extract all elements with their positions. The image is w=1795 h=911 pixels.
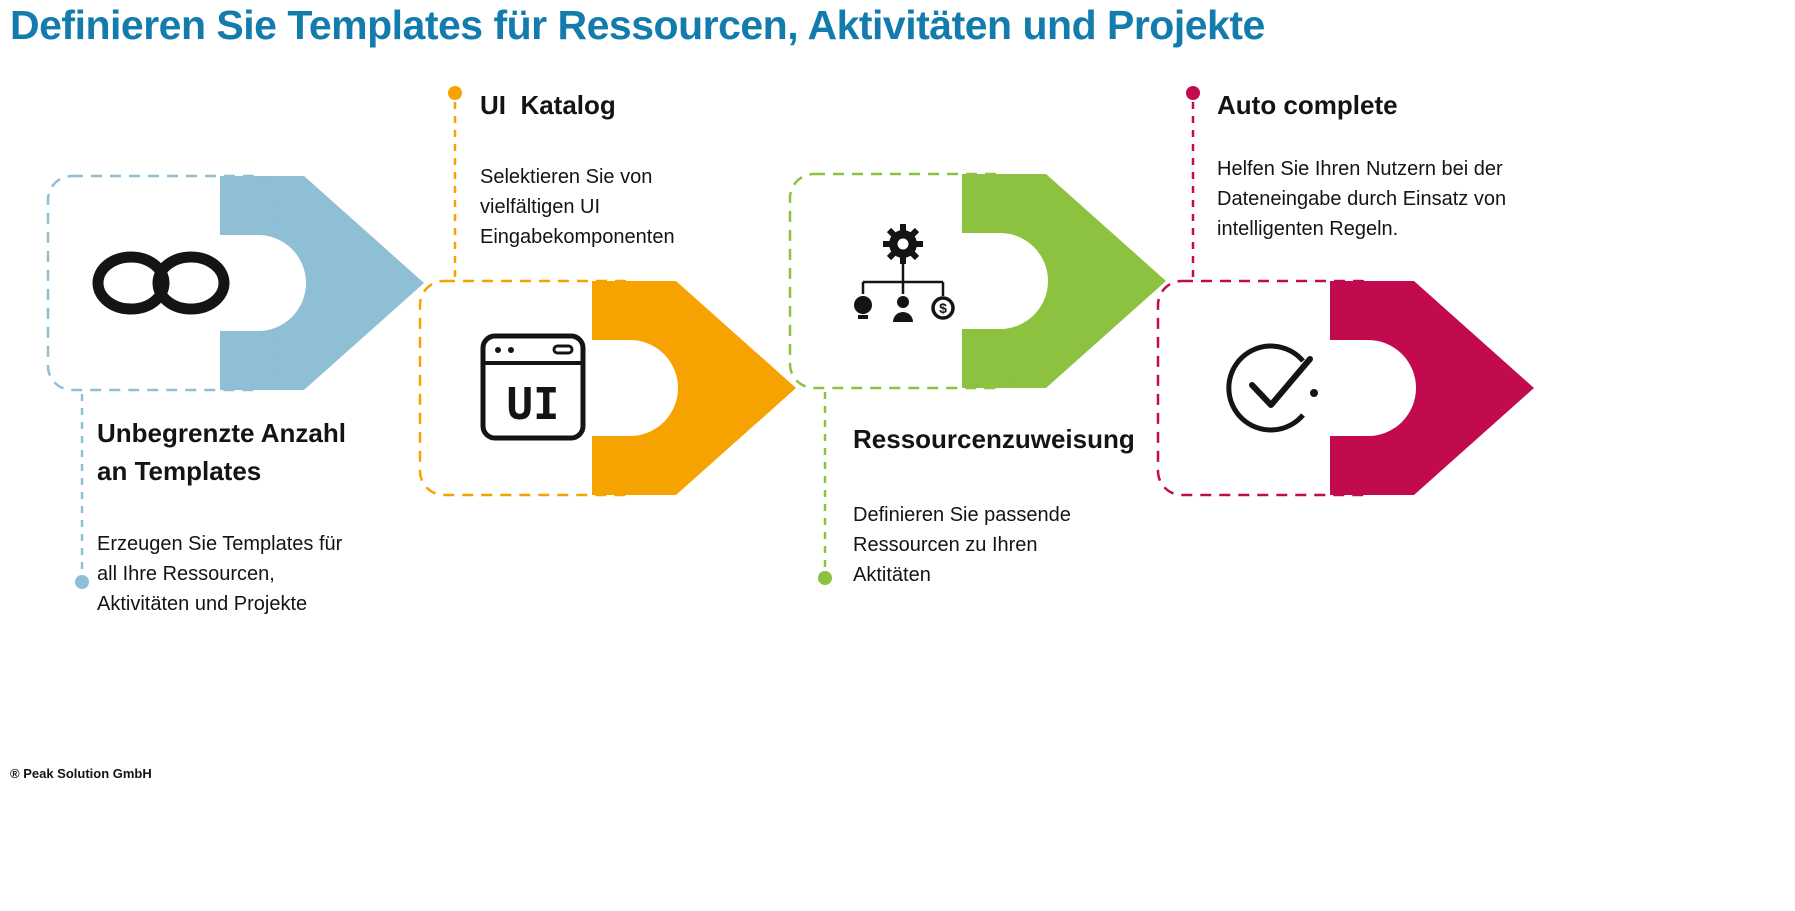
ui-window-icon: UI bbox=[480, 333, 586, 441]
connector-ressourcenzuweisung bbox=[818, 392, 832, 585]
infinity-icon bbox=[92, 251, 230, 315]
dollar-icon: $ bbox=[931, 296, 955, 320]
step-description-ui-katalog: Selektieren Sie von vielfältigen UI Eing… bbox=[480, 166, 675, 248]
step-label-templates: Unbegrenzte Anzahl an Templates bbox=[97, 418, 346, 486]
step-description-auto-complete: Helfen Sie Ihren Nutzern bei der Datenei… bbox=[1217, 158, 1507, 240]
person-icon bbox=[893, 296, 913, 322]
page-title: Definieren Sie Templates für Ressourcen,… bbox=[10, 2, 1265, 48]
step-description-templates: Erzeugen Sie Templates für all Ihre Ress… bbox=[97, 533, 343, 615]
gear-icon bbox=[883, 224, 923, 264]
arrow-shape bbox=[1330, 281, 1534, 495]
arrow-shape bbox=[220, 176, 424, 390]
connector-dot bbox=[75, 575, 89, 589]
footer-copyright: ® Peak Solution GmbH bbox=[10, 766, 152, 781]
connector-templates bbox=[75, 394, 89, 589]
ui-icon-text: UI bbox=[507, 379, 560, 430]
step-shape-auto-complete bbox=[1156, 279, 1534, 497]
connector-auto-complete bbox=[1186, 86, 1200, 280]
resource-assignment-icon: $ bbox=[854, 224, 955, 322]
connector-dot bbox=[448, 86, 462, 100]
arrow-notch bbox=[883, 233, 1048, 329]
step-shape-ressourcenzuweisung: $ bbox=[788, 172, 1166, 390]
arrow-notch bbox=[1251, 340, 1416, 436]
step-label-ui-katalog: UI Katalog bbox=[480, 90, 616, 120]
step-label-auto-complete: Auto complete bbox=[1217, 90, 1398, 120]
step-description-ressourcenzuweisung: Definieren Sie passende Ressourcen zu Ih… bbox=[853, 504, 1071, 586]
arrow-shape bbox=[962, 174, 1166, 388]
arrow-shape bbox=[592, 281, 796, 495]
step-label-ressourcenzuweisung: Ressourcenzuweisung bbox=[853, 424, 1135, 454]
step-shape-templates bbox=[46, 174, 424, 392]
lightbulb-icon bbox=[854, 296, 872, 319]
dollar-icon-text: $ bbox=[939, 300, 947, 316]
step-shape-ui-katalog: UI bbox=[418, 279, 796, 497]
connector-ui-katalog bbox=[448, 86, 462, 280]
check-circle-icon bbox=[1226, 343, 1318, 433]
connector-dot bbox=[1186, 86, 1200, 100]
connector-dot bbox=[818, 571, 832, 585]
